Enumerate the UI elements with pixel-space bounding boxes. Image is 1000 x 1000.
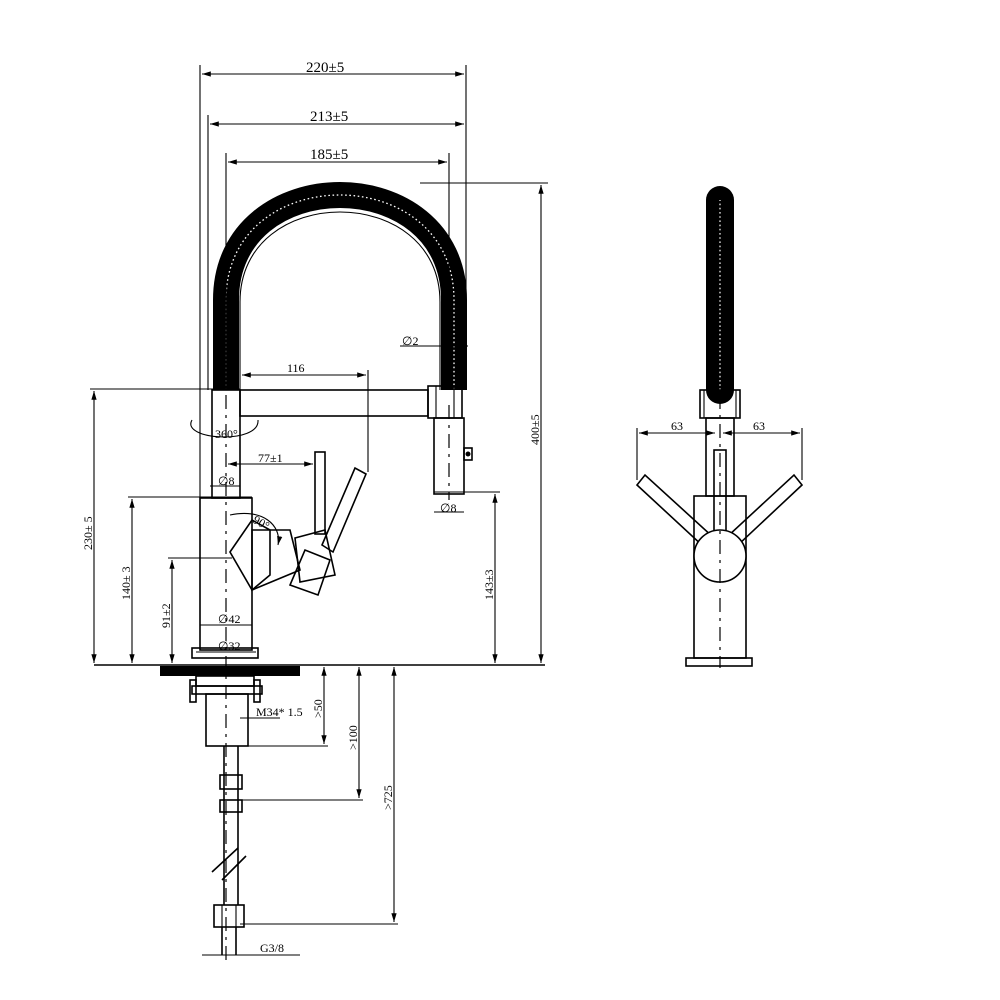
dimension-230 bbox=[90, 388, 240, 663]
dimension-143 bbox=[434, 491, 500, 663]
spring-hose bbox=[213, 182, 467, 390]
label-63-left: 63 bbox=[671, 419, 683, 433]
dimension-220 bbox=[199, 65, 467, 500]
dimension-100 bbox=[240, 667, 363, 801]
dimension-185 bbox=[225, 153, 450, 390]
label-116: 116 bbox=[287, 361, 305, 375]
label-dia42: ∅42 bbox=[218, 612, 240, 626]
labels: 220±5 213±5 185±5 ∅2 116 360° 77±1 ∅8 ∅8… bbox=[81, 60, 765, 955]
dimension-400 bbox=[420, 182, 548, 663]
label-g38: G3/8 bbox=[260, 941, 284, 955]
label-m34: M34* 1.5 bbox=[256, 705, 303, 719]
label-dia2: ∅2 bbox=[402, 334, 418, 348]
label-360: 360° bbox=[215, 427, 238, 441]
side-base bbox=[685, 657, 753, 667]
spray-head bbox=[427, 385, 473, 495]
label-77: 77±1 bbox=[258, 451, 283, 465]
label-63-right: 63 bbox=[753, 419, 765, 433]
label-dia8-top: ∅8 bbox=[218, 474, 234, 488]
mounting-hardware bbox=[189, 675, 263, 955]
label-185: 185±5 bbox=[310, 147, 348, 163]
dimension-50 bbox=[248, 667, 328, 747]
dimension-63-right bbox=[723, 428, 803, 480]
angle-arc bbox=[229, 512, 283, 546]
dimension-213 bbox=[207, 115, 464, 390]
dimension-91 bbox=[168, 557, 232, 663]
label-91: 91±2 bbox=[159, 603, 173, 628]
side-view bbox=[635, 186, 804, 668]
label-100: >100 bbox=[346, 725, 360, 750]
label-213: 213±5 bbox=[310, 109, 348, 125]
rotation-arc bbox=[190, 419, 259, 438]
label-143: 143±3 bbox=[482, 569, 496, 600]
countertop bbox=[94, 664, 545, 676]
dimension-140 bbox=[128, 496, 252, 663]
label-dia8-spray: ∅8 bbox=[440, 501, 456, 515]
dimension-63-left bbox=[636, 428, 715, 480]
label-140: 140± 3 bbox=[119, 566, 133, 600]
label-dia32: ∅32 bbox=[218, 639, 240, 653]
dimension-725 bbox=[240, 667, 398, 925]
front-view bbox=[90, 65, 803, 960]
label-50: >50 bbox=[311, 699, 325, 718]
dimension-dia-markers bbox=[196, 345, 468, 719]
dimension-116 bbox=[242, 370, 369, 472]
spout-arm bbox=[239, 389, 429, 417]
label-230: 230± 5 bbox=[81, 516, 95, 550]
label-220: 220±5 bbox=[306, 60, 344, 76]
label-400: 400±5 bbox=[528, 414, 542, 445]
label-725: >725 bbox=[381, 785, 395, 810]
